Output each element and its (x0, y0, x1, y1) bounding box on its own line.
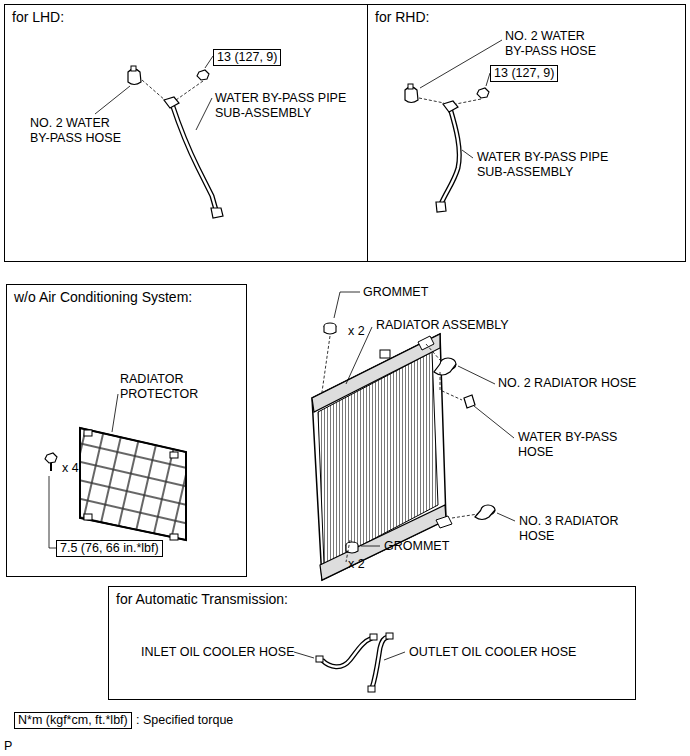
torque-box: 7.5 (76, 66 in.*lbf) (56, 540, 163, 557)
panel-heading: w/o Air Conditioning System: (14, 289, 239, 306)
part-label: GROMMET (384, 539, 449, 554)
panel-heading: for Automatic Transmission: (116, 591, 628, 608)
no-ac-panel: w/o Air Conditioning System: 7.5 (76, 66 … (6, 284, 247, 577)
oil-cooler-hose-illustration (294, 633, 405, 692)
torque-value: 13 (127, 9) (494, 66, 554, 81)
part-label: P (4, 739, 12, 754)
part-label: OUTLET OIL COOLER HOSE (409, 645, 576, 660)
part-label: WATER BY-PASS HOSE (518, 430, 628, 460)
part-label: NO. 2 RADIATOR HOSE (498, 376, 636, 391)
part-label: x 4 (62, 461, 79, 476)
torque-legend-box: N*m (kgf*cm, ft.*lbf) (14, 712, 132, 729)
panel-heading: for LHD: (12, 9, 360, 26)
part-label: x 2 (348, 557, 365, 572)
part-label: NO. 2 WATER BY-PASS HOSE (30, 116, 130, 146)
part-label: NO. 3 RADIATOR HOSE (519, 514, 631, 544)
radiator-illustration (312, 292, 515, 580)
part-label: : Specified torque (136, 713, 233, 728)
part-label: x 2 (348, 324, 365, 339)
torque-value: N*m (kgf*cm, ft.*lbf) (18, 713, 128, 728)
torque-value: 13 (127, 9) (217, 50, 277, 65)
part-label: WATER BY-PASS PIPE SUB-ASSEMBLY (215, 91, 365, 121)
part-label: NO. 2 WATER BY-PASS HOSE (505, 29, 605, 59)
torque-box: 13 (127, 9) (490, 65, 558, 82)
part-label: INLET OIL COOLER HOSE (141, 645, 295, 660)
panel-heading: for RHD: (375, 9, 678, 26)
torque-value: 7.5 (76, 66 in.*lbf) (60, 541, 159, 556)
part-label: RADIATOR ASSEMBLY (376, 318, 509, 333)
radiator-protector-illustration (45, 394, 186, 548)
part-label: RADIATOR PROTECTOR (120, 372, 220, 402)
rhd-pipe-illustration (405, 40, 502, 212)
part-label: GROMMET (363, 285, 428, 300)
torque-box: 13 (127, 9) (213, 49, 281, 66)
auto-trans-panel: for Automatic Transmission: (108, 586, 636, 700)
part-label: WATER BY-PASS PIPE SUB-ASSEMBLY (477, 150, 627, 180)
